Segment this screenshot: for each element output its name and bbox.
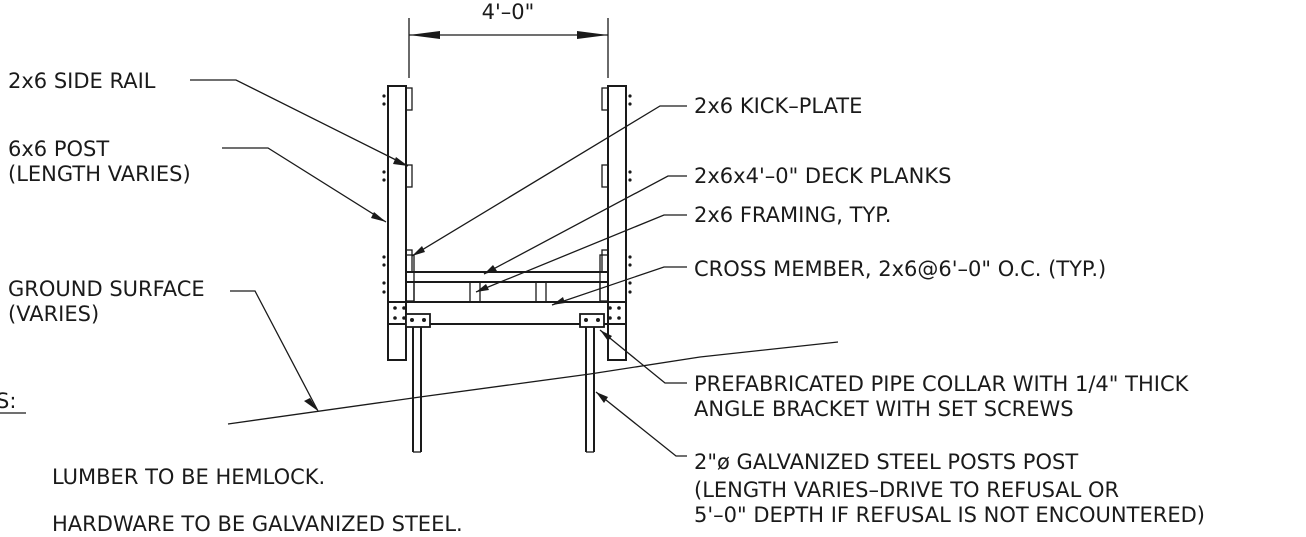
right-pipe-collar xyxy=(579,313,605,328)
side-rail-bolts xyxy=(382,87,632,294)
label-ground-line2: (VARIES) xyxy=(8,302,99,326)
right-steel-post xyxy=(585,327,595,453)
dimension-arrow-left xyxy=(409,31,440,39)
right-wood-post xyxy=(607,85,627,361)
label-post-line2: (LENGTH VARIES) xyxy=(8,162,191,186)
label-ground-line1: GROUND SURFACE xyxy=(8,277,205,301)
dimension-arrow-right xyxy=(577,31,608,39)
deck-planks xyxy=(405,271,609,283)
dimension-4ft: 4'–0" xyxy=(408,0,609,78)
leader-kick-plate xyxy=(411,105,687,257)
left-pipe-collar xyxy=(405,313,431,328)
framing xyxy=(413,281,601,303)
label-post-line1: 6x6 POST xyxy=(8,137,109,161)
label-cross-member: CROSS MEMBER, 2x6@6'–0" O.C. (TYP.) xyxy=(694,257,1106,281)
leader-steel-post xyxy=(595,391,687,457)
label-kick-plate: 2x6 KICK–PLATE xyxy=(694,94,862,118)
leader-side-rail xyxy=(190,79,409,167)
note-2: HARDWARE TO BE GALVANIZED STEEL. xyxy=(52,512,463,536)
leader-ground xyxy=(230,290,319,412)
label-side-rail: 2x6 SIDE RAIL xyxy=(8,69,156,93)
leader-cross-member xyxy=(551,266,687,306)
cross-member xyxy=(387,301,627,325)
leader-framing xyxy=(475,214,687,293)
leader-post xyxy=(222,147,387,223)
leader-collar xyxy=(599,329,687,384)
label-steel-line3: 5'–0" DEPTH IF REFUSAL IS NOT ENCOUNTERE… xyxy=(694,503,1205,527)
label-framing: 2x6 FRAMING, TYP. xyxy=(694,203,891,227)
label-collar-line1: PREFABRICATED PIPE COLLAR WITH 1/4" THIC… xyxy=(694,372,1190,396)
left-steel-post xyxy=(412,327,422,453)
label-deck-planks: 2x6x4'–0" DECK PLANKS xyxy=(694,164,951,188)
notes-heading: S: xyxy=(0,389,16,413)
label-collar-line2: ANGLE BRACKET WITH SET SCREWS xyxy=(694,397,1074,421)
left-kick-plate xyxy=(405,254,415,302)
note-1: LUMBER TO BE HEMLOCK. xyxy=(52,465,325,489)
dimension-label: 4'–0" xyxy=(482,0,535,24)
leader-deck-planks xyxy=(483,175,687,275)
ground-surface-line xyxy=(227,341,839,425)
label-steel-line1: 2"ø GALVANIZED STEEL POSTS POST xyxy=(694,450,1078,474)
label-steel-line2: (LENGTH VARIES–DRIVE TO REFUSAL OR xyxy=(694,478,1119,502)
right-kick-plate xyxy=(599,254,609,302)
